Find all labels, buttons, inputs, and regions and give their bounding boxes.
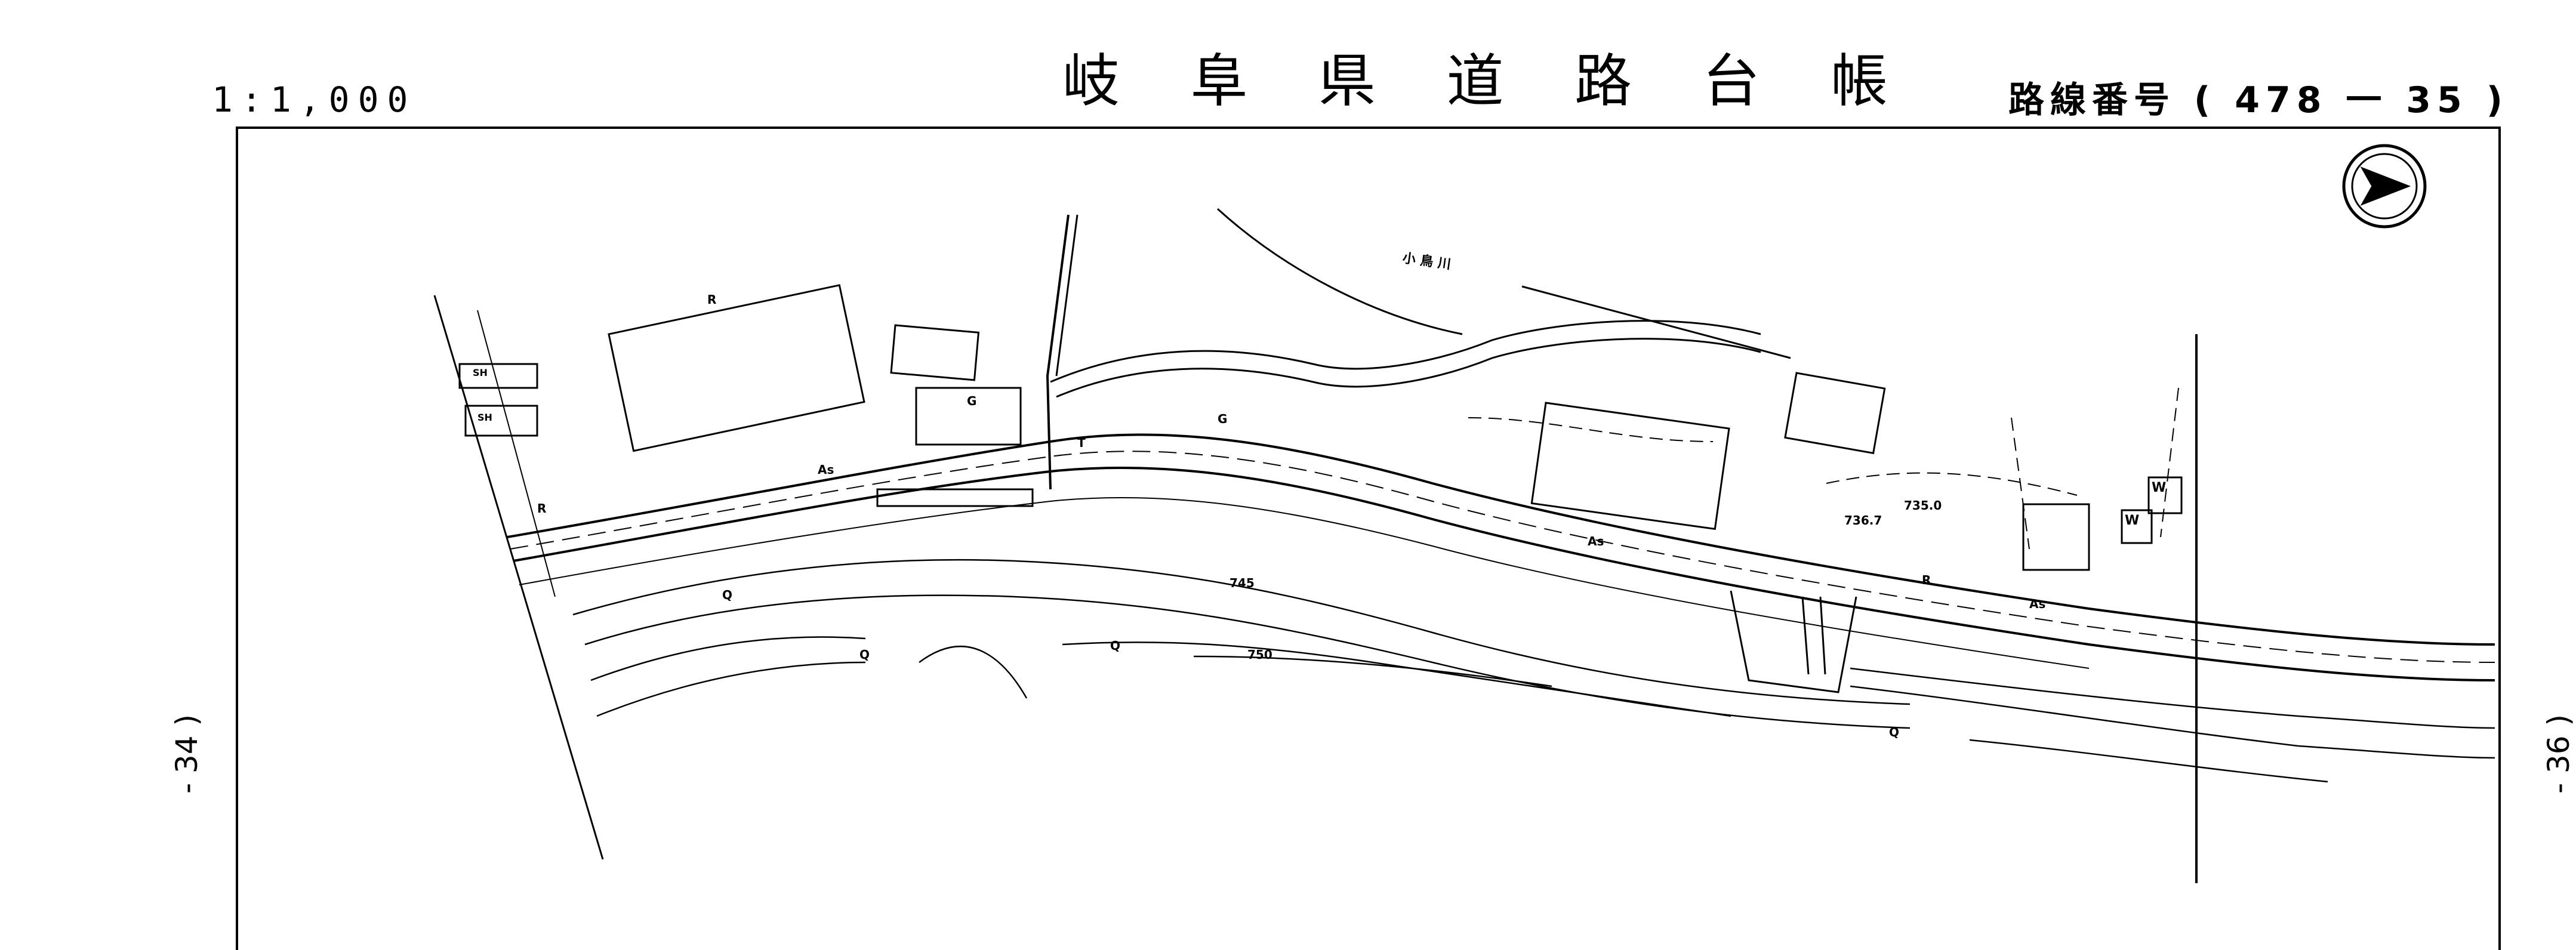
elevation-735-0: 735.0 [1904,498,1942,513]
label-r-3: R [1922,573,1931,587]
page-title: 岐 阜 県 道 路 台 帳 [1062,48,1915,115]
label-q-3: Q [1110,639,1121,653]
label-g-2: G [1218,412,1228,426]
north-arrow-icon [2342,144,2427,229]
elevation-750: 750 [1247,647,1272,662]
label-sh-1: SH [473,367,488,378]
label-t: T [1077,436,1086,450]
scale-label: 1:1,000 [212,79,417,120]
label-as-1: As [818,462,834,477]
elevation-745: 745 [1230,576,1255,590]
boundary-dashed-group [1468,387,2179,550]
route-number: 路線番号 ( 478 一 35 ) [2008,79,2509,121]
label-r-1: R [707,292,717,307]
label-q-1: Q [722,588,733,602]
left-boundary-line [433,295,604,860]
utility-pole-line [1046,214,1070,490]
contour-lines-group [572,559,2495,783]
building-group [458,284,2183,571]
road-centerline-group [507,433,2495,681]
label-sh-2: SH [477,412,492,423]
label-as-3: As [2029,597,2046,611]
label-q-4: Q [1889,725,1900,739]
label-g-1: G [967,394,977,408]
label-as-2: As [1588,534,1604,548]
label-q-2: Q [859,647,870,662]
label-r-2: R [537,501,547,516]
bridge-structure [876,488,1857,693]
river-bank-group [1050,208,1791,398]
label-w-2: W [2152,480,2167,495]
label-w-1: W [2125,513,2140,528]
elevation-736-7: 736.7 [1844,513,1882,528]
map-frame [236,127,2501,950]
